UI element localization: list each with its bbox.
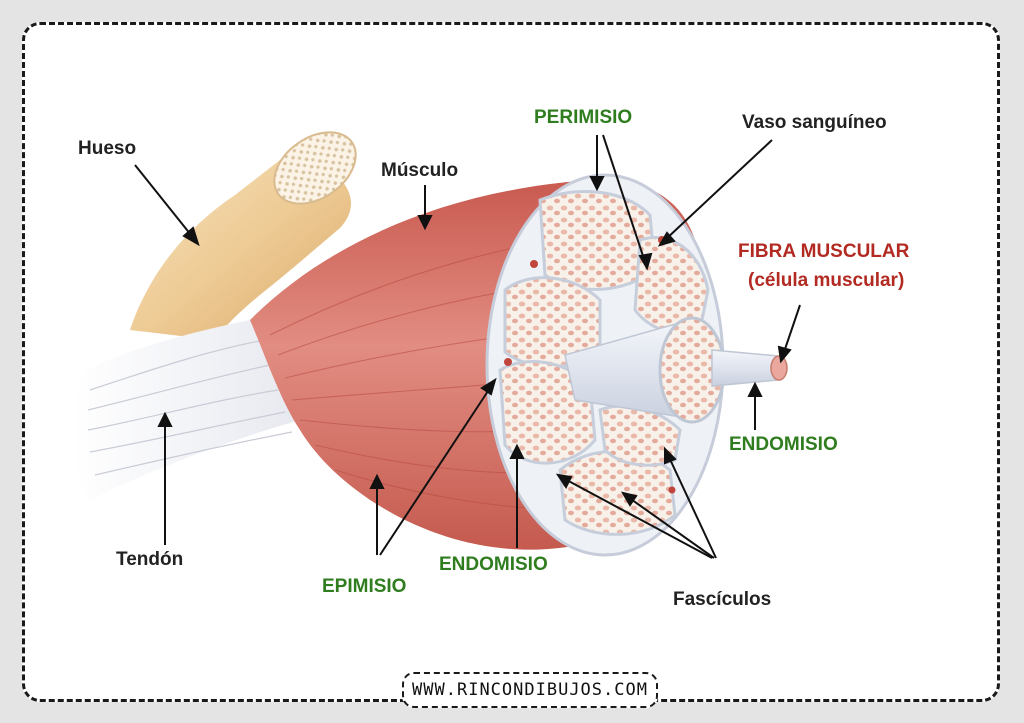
fascicle xyxy=(558,449,677,536)
bone-section xyxy=(273,131,357,205)
tendon-fibers xyxy=(87,339,293,476)
label-endomisio-center: ENDOMISIO xyxy=(439,554,548,575)
label-vaso-sanguineo: Vaso sanguíneo xyxy=(742,112,887,133)
muscle-fiber-end xyxy=(770,355,788,381)
label-endomisio-right: ENDOMISIO xyxy=(729,434,838,455)
footer-site-text: WWW.RINCONDIBUJOS.COM xyxy=(412,680,648,700)
label-hueso: Hueso xyxy=(78,138,137,159)
label-fibra-muscular: FIBRA MUSCULAR xyxy=(738,241,910,262)
label-perimisio: PERIMISIO xyxy=(534,107,633,128)
label-tendon: Tendón xyxy=(116,549,184,570)
label-fasciculos: Fascículos xyxy=(673,589,772,610)
label-epimisio: EPIMISIO xyxy=(322,576,407,597)
pointer-lines xyxy=(134,134,801,559)
label-celula-muscular: (célula muscular) xyxy=(748,270,905,291)
label-musculo: Músculo xyxy=(381,160,459,181)
footer-website-badge: WWW.RINCONDIBUJOS.COM xyxy=(402,672,658,708)
